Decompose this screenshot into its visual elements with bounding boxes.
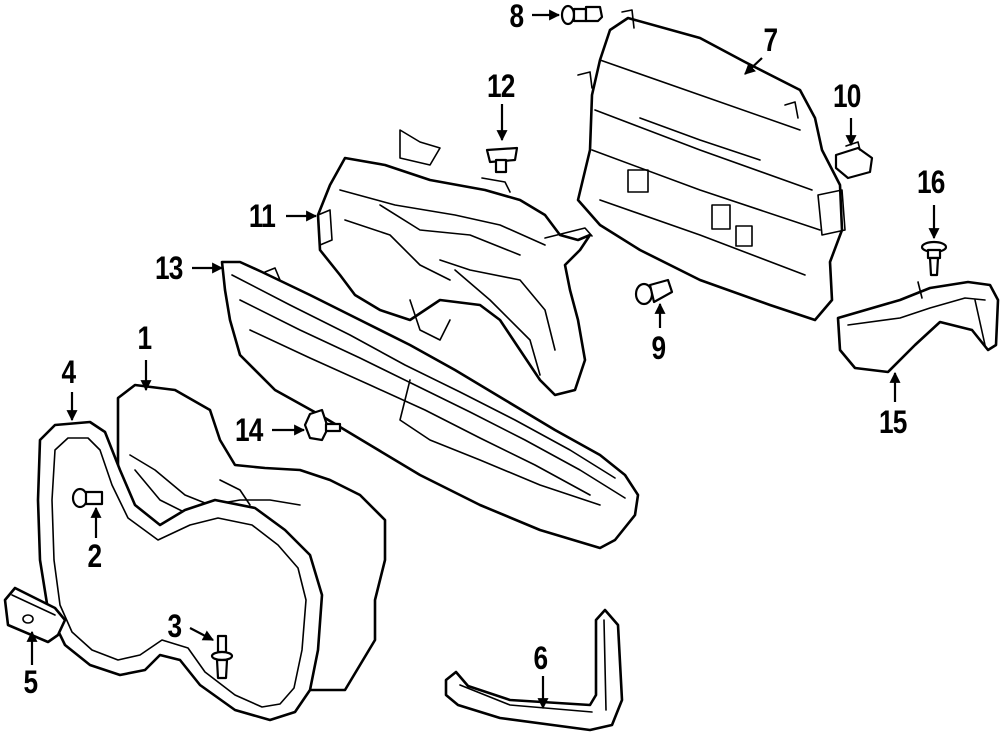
leader-7 — [744, 57, 763, 75]
part-6-trim-molding[interactable] — [444, 608, 624, 732]
callout-9: 9 — [651, 330, 667, 366]
leader-3 — [189, 627, 214, 641]
callout-1: 1 — [137, 320, 153, 356]
callout-15: 15 — [879, 404, 907, 440]
leader-lines — [26, 9, 940, 710]
part-7-shutter-housing[interactable] — [576, 9, 846, 322]
callout-2: 2 — [87, 538, 103, 574]
callout-3: 3 — [167, 608, 183, 644]
part-9-push-pin[interactable] — [634, 278, 674, 306]
part-14-bolt[interactable] — [303, 408, 342, 442]
callout-10: 10 — [833, 78, 861, 114]
callout-4: 4 — [61, 354, 77, 390]
part-4-grille-frame[interactable] — [36, 420, 324, 722]
callout-8: 8 — [509, 0, 525, 34]
callout-7: 7 — [763, 22, 779, 58]
part-12-bolt[interactable] — [485, 146, 519, 174]
part-2-bolt[interactable] — [71, 487, 104, 509]
callout-14: 14 — [235, 412, 263, 448]
part-11-radiator-support[interactable] — [316, 129, 593, 397]
callout-16: 16 — [917, 164, 945, 200]
callout-5: 5 — [23, 664, 39, 700]
part-15-air-deflector[interactable] — [836, 280, 1000, 374]
part-5-tow-hook-cover[interactable] — [3, 586, 67, 644]
callout-11: 11 — [248, 198, 276, 234]
callout-12: 12 — [487, 68, 515, 104]
part-16-push-pin[interactable] — [920, 240, 948, 277]
callout-6: 6 — [533, 640, 549, 676]
part-3-push-pin[interactable] — [210, 634, 234, 680]
part-8-bolt[interactable] — [560, 4, 604, 26]
callout-13: 13 — [155, 250, 183, 286]
part-13-bumper-absorber[interactable] — [220, 260, 640, 550]
part-10-clip[interactable] — [834, 141, 874, 180]
